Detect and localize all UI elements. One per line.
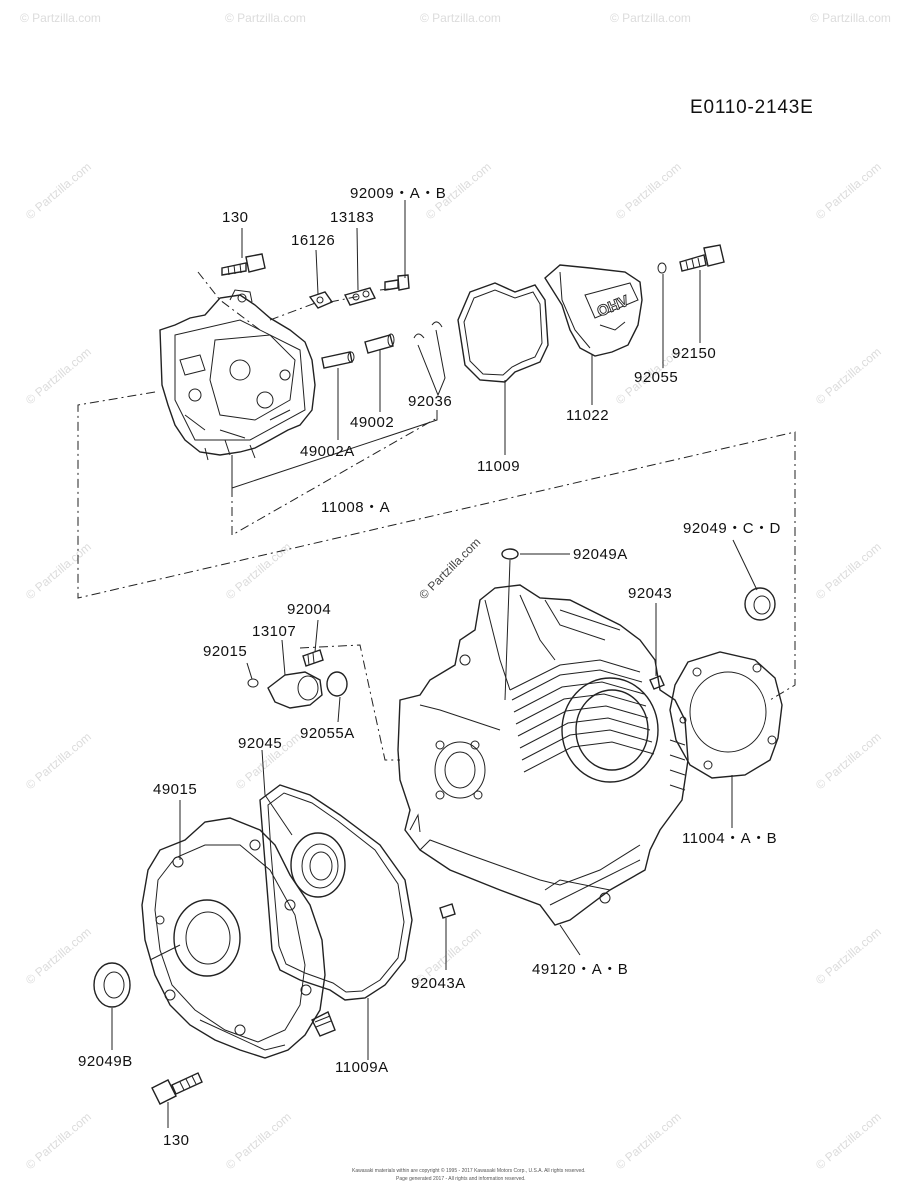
watermark: © Partzilla.com bbox=[223, 1110, 294, 1173]
generated-line: Page generated 2017 - All rights and inf… bbox=[396, 1176, 526, 1182]
watermark: © Partzilla.com bbox=[813, 1110, 884, 1173]
label-92009: 92009・A・B bbox=[350, 185, 446, 202]
leader-lines bbox=[111, 200, 758, 1128]
oil-seal-92049b bbox=[93, 962, 131, 1008]
valve-cover-11022: OHV bbox=[544, 264, 643, 357]
diagram-code: E0110-2143E bbox=[690, 97, 814, 118]
label-11004: 11004・A・B bbox=[682, 830, 777, 847]
oring-92055 bbox=[657, 262, 667, 274]
push-rod-pins bbox=[321, 333, 395, 369]
oil-seal-92049 bbox=[744, 587, 776, 621]
watermark: © Partzilla.com bbox=[23, 345, 94, 408]
watermark: © Partzilla.com bbox=[613, 1110, 684, 1173]
rocker-parts bbox=[308, 274, 410, 309]
label-130-top: 130 bbox=[222, 209, 249, 226]
label-92036: 92036 bbox=[408, 393, 452, 410]
label-92043: 92043 bbox=[628, 585, 672, 602]
watermark: © Partzilla.com bbox=[813, 730, 884, 793]
part-labels: 130 16126 13183 92009・A・B 92036 49002 49… bbox=[78, 185, 781, 1149]
assembly-outline bbox=[77, 271, 796, 761]
gasket-11009 bbox=[457, 282, 549, 383]
head-gasket-11004 bbox=[669, 651, 783, 779]
watermark: © Partzilla.com bbox=[613, 160, 684, 223]
watermark: © Partzilla.com bbox=[23, 1110, 94, 1173]
label-130-bottom: 130 bbox=[163, 1132, 190, 1149]
label-11008: 11008・A bbox=[321, 499, 390, 516]
label-49120: 49120・A・B bbox=[532, 961, 628, 978]
label-11009a: 11009A bbox=[335, 1059, 389, 1076]
label-49002a: 49002A bbox=[300, 443, 355, 460]
label-92043a: 92043A bbox=[411, 975, 466, 992]
label-92004: 92004 bbox=[287, 601, 331, 618]
copyright-line: Kawasaki materials within are copyright … bbox=[352, 1167, 586, 1174]
label-92049cd: 92049・C・D bbox=[683, 520, 781, 537]
watermark: © Partzilla.com bbox=[23, 730, 94, 793]
watermark: © Partzilla.com bbox=[23, 160, 94, 223]
watermark: © Partzilla.com bbox=[23, 540, 94, 603]
watermark-layer: © Partzilla.com © Partzilla.com © Partzi… bbox=[20, 11, 891, 1172]
label-92015: 92015 bbox=[203, 643, 247, 660]
bolt-92150 bbox=[679, 244, 725, 272]
label-92055: 92055 bbox=[634, 369, 678, 386]
label-92049b: 92049B bbox=[78, 1053, 133, 1070]
label-11009: 11009 bbox=[477, 458, 520, 475]
crankcase-cover-49015 bbox=[141, 817, 336, 1059]
breather-13107 bbox=[247, 649, 348, 709]
label-16126: 16126 bbox=[291, 232, 335, 249]
label-11022: 11022 bbox=[566, 407, 609, 424]
watermark: © Partzilla.com bbox=[23, 925, 94, 988]
watermark: © Partzilla.com bbox=[813, 160, 884, 223]
cover-gasket-11009a bbox=[259, 784, 413, 1001]
bolt-130-bottom bbox=[151, 1072, 203, 1105]
label-92055a: 92055A bbox=[300, 725, 355, 742]
label-13107: 13107 bbox=[252, 623, 296, 640]
label-92049a: 92049A bbox=[573, 546, 628, 563]
crankcase-49120 bbox=[397, 584, 689, 926]
bearing-92045 bbox=[290, 832, 346, 898]
watermark: © Partzilla.com bbox=[813, 540, 884, 603]
label-49015: 49015 bbox=[153, 781, 197, 798]
label-49002: 49002 bbox=[350, 414, 394, 431]
label-13183: 13183 bbox=[330, 209, 374, 226]
watermark: © Partzilla.com bbox=[225, 11, 306, 25]
center-watermark: © Partzilla.com bbox=[416, 535, 483, 602]
clips-92036 bbox=[413, 321, 443, 339]
cylinder-head bbox=[159, 289, 316, 461]
watermark: © Partzilla.com bbox=[813, 925, 884, 988]
watermark: © Partzilla.com bbox=[610, 11, 691, 25]
watermark: © Partzilla.com bbox=[20, 11, 101, 25]
watermark: © Partzilla.com bbox=[810, 11, 891, 25]
watermark: © Partzilla.com bbox=[813, 345, 884, 408]
watermark: © Partzilla.com bbox=[223, 540, 294, 603]
small-parts bbox=[439, 548, 665, 919]
label-92150: 92150 bbox=[672, 345, 716, 362]
bolt-130-top bbox=[221, 253, 266, 276]
watermark: © Partzilla.com bbox=[420, 11, 501, 25]
label-92045: 92045 bbox=[238, 735, 282, 752]
cover-logo: OHV bbox=[595, 293, 632, 321]
